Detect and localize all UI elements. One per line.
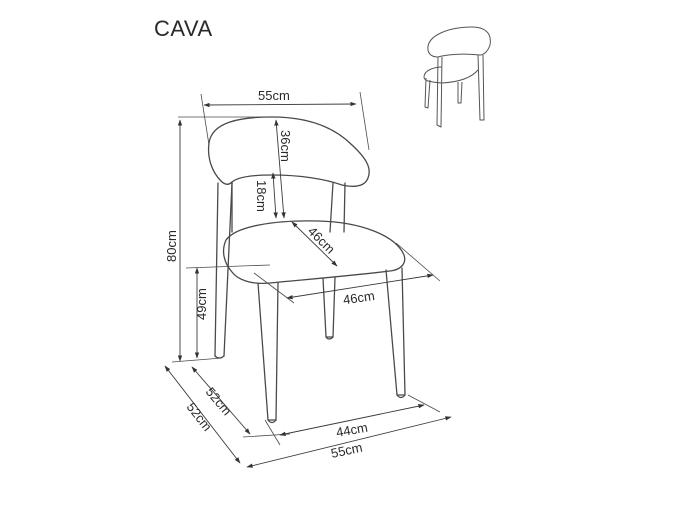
dim-backrest-gap: 18cm <box>254 172 278 219</box>
label-seat-width: 46cm <box>342 288 376 307</box>
dim-seat-width: 46cm <box>253 242 441 307</box>
chair-drawing <box>207 116 406 424</box>
label-outer-depth: 52cm <box>184 400 215 434</box>
dim-outer-depth: 52cm <box>164 365 241 464</box>
back-post-right <box>329 182 346 233</box>
dim-seat-depth: 46cm <box>291 221 338 267</box>
label-backrest-height: 36cm <box>278 130 293 162</box>
label-inner-depth: 52cm <box>203 384 235 418</box>
label-total-width: 55cm <box>330 440 364 461</box>
dim-total-height: 80cm <box>164 119 183 362</box>
rear-leg-right <box>322 276 336 338</box>
dim-backrest-height: 36cm <box>274 119 293 219</box>
chair-rear-view-icon <box>423 26 491 128</box>
label-seat-height: 49cm <box>194 288 209 320</box>
back-leg-left <box>214 182 233 357</box>
label-backrest-gap: 18cm <box>254 180 269 212</box>
product-title: CAVA <box>154 16 213 41</box>
label-total-height: 80cm <box>164 230 179 262</box>
seat <box>222 220 406 285</box>
front-leg-left <box>257 282 279 421</box>
dim-total-width: 55cm <box>246 416 452 468</box>
dim-seat-height: 49cm <box>171 264 271 363</box>
dim-backrest-width: 55cm <box>178 88 370 151</box>
label-backrest-width: 55cm <box>258 88 290 103</box>
dim-inner-width: 44cm <box>264 394 441 446</box>
front-leg-right <box>385 267 406 396</box>
